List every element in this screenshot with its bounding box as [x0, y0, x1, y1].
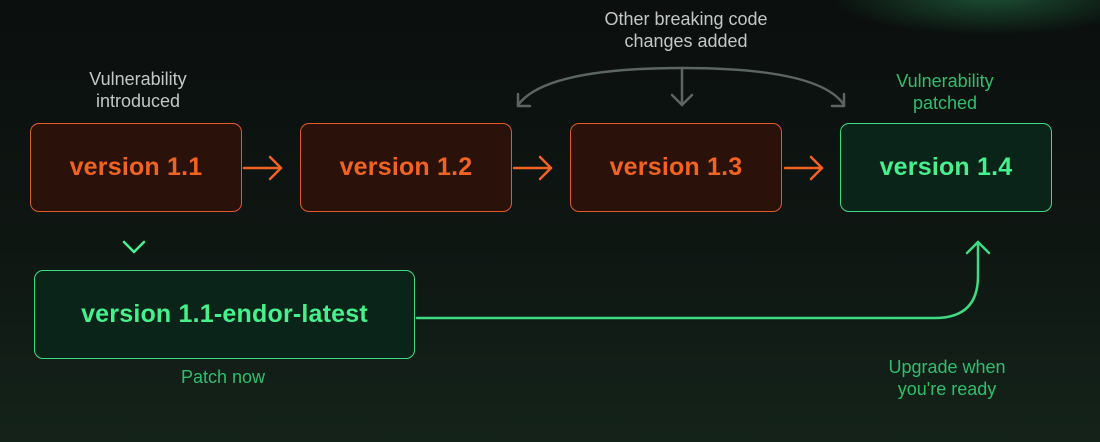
vulnerability-patched-label: Vulnerability patched	[855, 70, 1035, 114]
breaking-changes-line-1: Other breaking code	[604, 9, 768, 29]
version-endor-latest-box: version 1.1-endor-latest	[34, 270, 415, 359]
vulnerability-introduced-label: Vulnerability introduced	[48, 68, 228, 112]
vulnerability-patched-line-2: patched	[912, 93, 978, 113]
version-1-1-box: version 1.1	[30, 123, 242, 212]
arrow-v12-to-v13	[512, 155, 553, 181]
upgrade-when-ready-label: Upgrade when you're ready	[857, 356, 1037, 400]
vulnerability-patched-line-1: Vulnerability	[896, 71, 994, 91]
arrow-v11-to-endor	[122, 212, 146, 254]
version-1-3-box: version 1.3	[570, 123, 782, 212]
upgrade-path-arrow	[415, 240, 991, 320]
breaking-changes-arc	[516, 66, 846, 108]
arrow-v11-to-v12	[242, 155, 283, 181]
version-1-4-box: version 1.4	[840, 123, 1052, 212]
patch-now-label: Patch now	[180, 367, 266, 387]
vulnerability-introduced-line-2: introduced	[95, 91, 181, 111]
upgrade-line-2: you're ready	[897, 379, 997, 399]
breaking-changes-line-2: changes added	[624, 31, 748, 51]
vulnerability-introduced-line-1: Vulnerability	[89, 69, 187, 89]
breaking-changes-label: Other breaking code changes added	[556, 8, 816, 52]
arrow-v13-to-v14	[783, 155, 824, 181]
upgrade-line-1: Upgrade when	[888, 357, 1006, 377]
version-1-2-box: version 1.2	[300, 123, 512, 212]
